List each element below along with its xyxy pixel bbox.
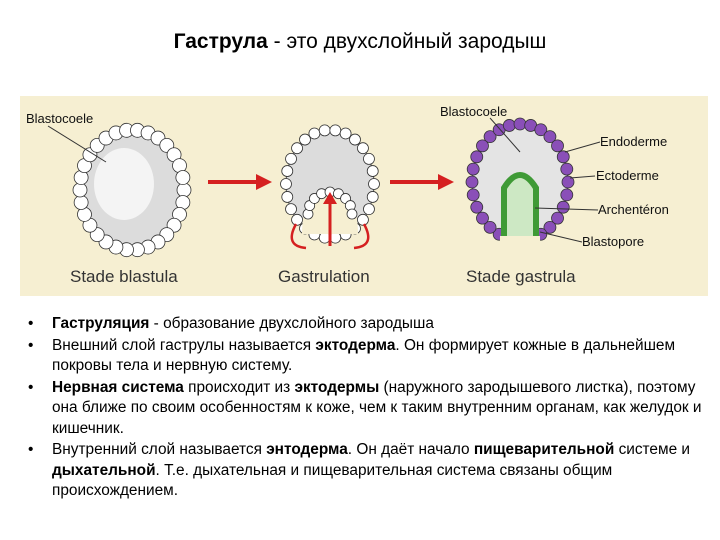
gastrulation-cell bbox=[357, 213, 369, 226]
ectoderm-cell bbox=[560, 162, 574, 176]
bullet-dot: • bbox=[28, 336, 34, 354]
blastopore-opening bbox=[500, 236, 540, 250]
ectoderm-cell bbox=[560, 188, 574, 202]
blastula-cell bbox=[72, 182, 88, 198]
invagination-cell bbox=[346, 208, 358, 220]
gastrulation-cell bbox=[329, 124, 342, 137]
gastrulation-cell bbox=[357, 142, 369, 155]
gastrulation-cell bbox=[363, 203, 375, 215]
bullet-text: . Т.е. дыхательная и пищеварительная сис… bbox=[52, 461, 613, 500]
gastrulation-cell bbox=[368, 178, 380, 190]
bullet-list: • Гаструляция - образование двухслойного … bbox=[26, 314, 706, 503]
gastrulation-cell bbox=[366, 165, 379, 177]
bullet-text: . Он даёт начало bbox=[347, 441, 474, 458]
right-curl-arrow bbox=[353, 223, 370, 250]
ectoderm-cell bbox=[466, 188, 480, 202]
pointer-lines bbox=[47, 117, 601, 243]
ectoderm-cell bbox=[551, 211, 564, 225]
endoderme-label: Endoderme bbox=[600, 134, 667, 149]
bullet-text: . Он формирует кожные в дальнейшем покро… bbox=[52, 336, 676, 375]
ectoderm-cell bbox=[556, 200, 570, 214]
gastrula-blastocoele-label: Blastocoele bbox=[440, 104, 507, 119]
bullet-dot: • bbox=[28, 441, 34, 458]
gastrulation-drawing bbox=[280, 124, 380, 250]
gastrulation-cell bbox=[285, 203, 297, 215]
gastrulation-cell bbox=[281, 191, 294, 203]
archenteron bbox=[501, 172, 539, 245]
ectoderm-cell bbox=[513, 117, 527, 131]
blastula-blastocoele-label: Blastocoele bbox=[26, 111, 93, 126]
bullet-bold-text: эктодермы bbox=[294, 378, 380, 396]
ectoderm-cell bbox=[465, 175, 479, 189]
blastula-cell bbox=[176, 182, 192, 198]
stage-gastrulation-caption: Gastrulation bbox=[278, 267, 370, 286]
gastrulation-cell bbox=[308, 127, 321, 140]
bullet-bold-text: дыхательной bbox=[52, 461, 156, 479]
gastrula-drawing bbox=[465, 117, 575, 250]
ectoderm-cell bbox=[551, 139, 564, 153]
ectoderm-cell bbox=[534, 123, 548, 137]
gastrulation-cell bbox=[280, 178, 292, 190]
bullet-text: происходит из bbox=[183, 378, 295, 396]
archenteron-label: Archentéron bbox=[598, 202, 669, 217]
gastrulation-cell bbox=[366, 191, 379, 203]
ectoderm-cell bbox=[502, 119, 516, 132]
ectoderm-cell bbox=[556, 150, 570, 164]
gastrulation-cell bbox=[281, 165, 294, 177]
blastopore-label: Blastopore bbox=[582, 234, 644, 249]
bullet-bold-text: Гаструляция bbox=[52, 315, 150, 332]
title-bold: Гаструла bbox=[173, 30, 268, 53]
title-rest: - это двухслойный зародыш bbox=[267, 30, 547, 53]
ectoderm-cell bbox=[483, 220, 497, 234]
bullet-bold-text: эктодерма bbox=[315, 336, 396, 354]
invagination-arrowhead bbox=[323, 192, 337, 204]
gastrulation-cell bbox=[363, 153, 375, 165]
bullet-text: Внешний слой гаструлы называется bbox=[52, 336, 316, 354]
ectoderm-cell bbox=[543, 130, 557, 144]
ectoderm-cell bbox=[543, 220, 557, 234]
ectoderm-cell bbox=[476, 211, 489, 225]
bullet-bold-text: Нервная система bbox=[52, 378, 184, 396]
gastrulation-cell bbox=[291, 213, 303, 226]
ectoderm-cell bbox=[476, 139, 489, 153]
stage-blastula-caption: Stade blastula bbox=[70, 267, 178, 286]
bullet-text: системе и bbox=[614, 441, 691, 458]
stage-gastrula-caption: Stade gastrula bbox=[466, 267, 576, 286]
left-curl-arrow bbox=[290, 223, 307, 250]
blastula-drawing bbox=[72, 122, 192, 258]
gastrulation-cell bbox=[339, 127, 352, 140]
embryo-diagram: Blastocoele Blastocoele Endoderme Ectode… bbox=[20, 96, 708, 296]
embryo-diagram-svg: Blastocoele Blastocoele Endoderme Ectode… bbox=[26, 104, 669, 286]
stage-arrow-2 bbox=[390, 174, 454, 190]
bullet-item: • Нервная система происходит из эктодермы… bbox=[26, 378, 706, 440]
gastrulation-cell bbox=[299, 133, 311, 146]
bullet-text: (наружного зародышевого листка), поэтому… bbox=[52, 378, 702, 437]
bullet-text: Внутренний слой называется bbox=[52, 441, 267, 458]
ectoderm-cell bbox=[561, 175, 575, 189]
stage-arrow-1 bbox=[208, 174, 272, 190]
bullet-item: • Внутренний слой называется энтодерма. О… bbox=[26, 440, 706, 502]
page-title: Гаструла - это двухслойный зародыш bbox=[0, 30, 720, 54]
gastrulation-cell bbox=[291, 142, 303, 155]
bullet-text: - образование двухслойного зародыша bbox=[149, 315, 434, 332]
ectoderme-label: Ectoderme bbox=[596, 168, 659, 183]
ectoderm-cell bbox=[483, 130, 497, 144]
bullet-item: • Гаструляция - образование двухслойного … bbox=[26, 314, 706, 335]
gastrulation-cell bbox=[318, 124, 331, 137]
cavity-highlight bbox=[94, 148, 154, 220]
blastula-cell bbox=[73, 195, 89, 210]
bullet-bold-text: пищеварительной bbox=[473, 441, 615, 458]
ectoderm-cell bbox=[470, 150, 484, 164]
ectoderm-cell bbox=[470, 200, 484, 214]
gastrulation-cell bbox=[285, 153, 297, 165]
bullet-item: • Внешний слой гаструлы называется эктоде… bbox=[26, 336, 706, 377]
bullet-dot: • bbox=[28, 378, 34, 396]
bullet-dot: • bbox=[28, 315, 34, 332]
blastula-cell bbox=[175, 170, 191, 185]
gastrulation-cell bbox=[349, 133, 361, 146]
bullet-bold-text: энтодерма bbox=[266, 441, 348, 458]
ectoderm-cell bbox=[466, 162, 480, 176]
